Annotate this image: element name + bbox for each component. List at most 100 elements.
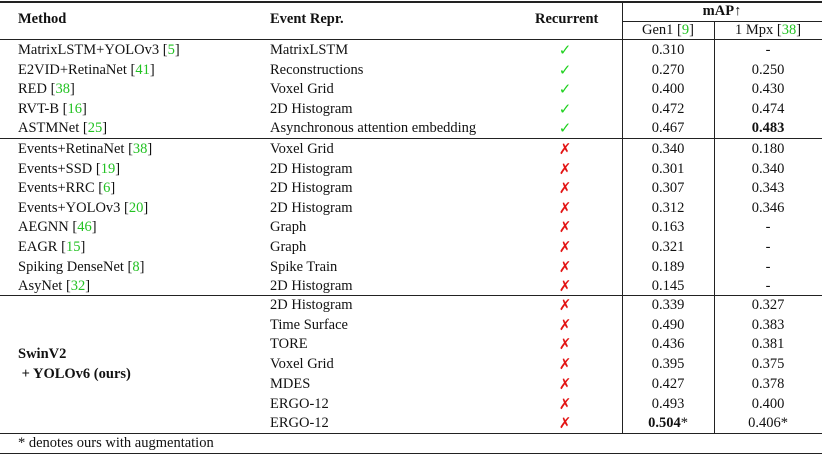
cross-icon: ✗	[558, 179, 572, 198]
method-cell: E2VID+RetinaNet [41]	[18, 61, 155, 78]
method-cell: RED [38]	[18, 81, 75, 98]
mpx-cell: 0.400	[751, 395, 785, 412]
citation-link[interactable]: 25	[87, 120, 103, 137]
cross-icon: ✗	[558, 394, 572, 413]
event-repr-cell: 2D Histogram	[270, 278, 353, 295]
header-mpx-label: 1 Mpx	[734, 22, 777, 38]
group1-rule	[0, 138, 822, 139]
gen1-cell: 0.472	[622, 99, 714, 119]
mpx-cell: 0.327	[751, 297, 785, 313]
event-repr-cell: Reconstructions	[270, 61, 364, 78]
citation-link[interactable]: 41	[135, 61, 150, 78]
header-event-repr: Event Repr.	[270, 11, 344, 27]
footnote: * denotes ours with augmentation	[18, 435, 214, 451]
gen1-value: 0.436	[651, 336, 685, 353]
method-cell: Events+YOLOv3 [20]	[18, 199, 149, 216]
gen1-value: 0.472	[651, 100, 685, 117]
citation-link[interactable]: 19	[100, 160, 116, 177]
method-name: Spiking DenseNet	[18, 258, 128, 275]
citation-link[interactable]: 38	[132, 141, 148, 157]
mpx-cell: 0.180	[751, 141, 785, 157]
citation-link[interactable]: 15	[65, 239, 81, 255]
gen1-cell: 0.310	[622, 40, 714, 60]
gen1-value: 0.340	[651, 141, 685, 157]
cross-icon: ✗	[558, 238, 572, 256]
method-name: Events+YOLOv3	[18, 199, 125, 216]
gen1-cell: 0.490	[622, 315, 714, 335]
mpx-cell: 0.383	[751, 316, 785, 333]
event-repr-cell: Voxel Grid	[270, 356, 334, 373]
top-rule	[0, 1, 822, 3]
gen1-cell: 0.321	[622, 237, 714, 257]
method-cell: EAGR [15]	[18, 239, 86, 255]
citation-link[interactable]: 9	[681, 22, 690, 38]
cross-icon: ✗	[558, 198, 572, 217]
gen1-value: 0.307	[651, 180, 685, 197]
event-repr-cell: 2D Histogram	[270, 100, 353, 117]
gen1-cell: 0.339	[622, 295, 714, 315]
method-cell: MatrixLSTM+YOLOv3 [5]	[18, 42, 180, 58]
method-cell: AsyNet [32]	[18, 278, 91, 295]
gen1-value: 0.163	[651, 219, 685, 236]
gen1-value: 0.490	[651, 316, 685, 333]
method-name: EAGR	[18, 239, 62, 255]
cross-icon: ✗	[558, 159, 572, 178]
check-icon: ✓	[558, 80, 572, 99]
mpx-cell: 0.375	[751, 356, 785, 373]
group2-rule	[0, 295, 822, 296]
cross-icon: ✗	[558, 335, 572, 354]
citation-link[interactable]: 16	[67, 100, 82, 117]
gen1-value: 0.339	[651, 297, 685, 313]
check-icon: ✓	[558, 119, 572, 138]
event-repr-cell: Graph	[270, 239, 307, 255]
gen1-value: 0.312	[651, 199, 685, 216]
gen1-value: 0.400	[651, 81, 685, 98]
gen1-cell: 0.163	[622, 217, 714, 237]
citation-link[interactable]: 38	[55, 81, 70, 98]
mpx-cell: -	[765, 42, 771, 58]
gen1-cell: 0.400	[622, 79, 714, 99]
event-repr-cell: ERGO-12	[270, 415, 329, 432]
ours-method-line1: SwinV2	[18, 346, 67, 362]
citation-link[interactable]: 38	[781, 22, 797, 38]
method-cell: Events+RetinaNet [38]	[18, 141, 153, 157]
citation-link[interactable]: 6	[103, 180, 111, 197]
gen1-value: 0.301	[651, 160, 685, 177]
citation-link[interactable]: 20	[128, 199, 144, 216]
gen1-cell: 0.270	[622, 60, 714, 80]
citation-link[interactable]: 32	[70, 278, 86, 295]
method-name: RVT-B	[18, 100, 63, 117]
method-cell: ASTMNet [25]	[18, 120, 108, 137]
mpx-cell: -	[765, 239, 771, 255]
event-repr-cell: Asynchronous attention embedding	[270, 120, 477, 137]
gen1-cell: 0.395	[622, 354, 714, 374]
gen1-cell: 0.504*	[622, 413, 714, 433]
citation-link[interactable]: 46	[77, 219, 92, 236]
gen1-cell: 0.301	[622, 159, 714, 179]
cross-icon: ✗	[558, 257, 572, 276]
header-gen1: Gen1 [9]	[642, 22, 694, 38]
method-name: MatrixLSTM+YOLOv3	[18, 42, 163, 58]
citation-link[interactable]: 5	[167, 42, 175, 58]
gen1-cell: 0.427	[622, 374, 714, 394]
gen1-value: 0.189	[651, 258, 685, 275]
gen1-cell: 0.307	[622, 178, 714, 198]
mpx-cell: 0.406*	[748, 415, 788, 432]
mpx-cell: -	[765, 258, 771, 275]
table-bottom-rule	[0, 433, 822, 434]
gen1-value: 0.467	[651, 120, 685, 137]
gen1-value: 0.504	[648, 415, 681, 432]
citation-link[interactable]: 8	[132, 258, 140, 275]
gen1-cell: 0.436	[622, 334, 714, 354]
cross-icon: ✗	[558, 315, 572, 334]
gen1-value: 0.395	[651, 356, 685, 373]
gen1-cell: 0.340	[622, 139, 714, 159]
gen1-cell: 0.145	[622, 276, 714, 296]
mpx-cell: -	[765, 219, 771, 236]
method-cell: RVT-B [16]	[18, 100, 87, 117]
mpx-cell: 0.483	[751, 120, 785, 137]
mpx-left-rule	[714, 22, 715, 433]
mpx-cell: 0.343	[751, 180, 785, 197]
gen1-cell: 0.493	[622, 394, 714, 414]
method-name: E2VID+RetinaNet	[18, 61, 131, 78]
